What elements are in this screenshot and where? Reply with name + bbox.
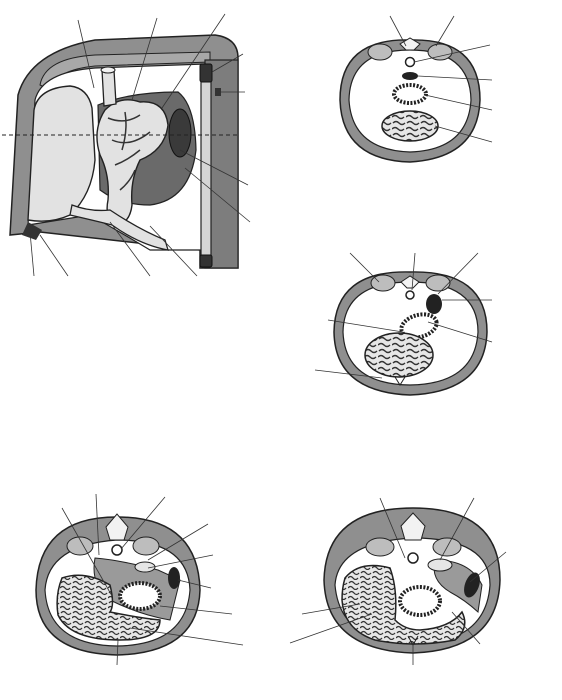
- liver: [27, 85, 96, 222]
- gastric-vessels: [107, 111, 151, 191]
- section-d-spleen: [464, 572, 480, 598]
- section-a-aorta: [404, 56, 416, 68]
- section-b-kidney-left: [370, 274, 396, 292]
- section-c-vertebra: [105, 513, 129, 541]
- stomach: [96, 99, 169, 226]
- main-leader-lines: [29, 13, 251, 277]
- main-view-panel: [2, 13, 251, 277]
- section-b-kidney-right: [425, 274, 451, 292]
- section-b-spleen: [426, 294, 442, 314]
- section-c-ring-organ: [118, 581, 162, 611]
- section-c-leader-lines: [61, 493, 244, 666]
- section-b-leader-lines: [314, 252, 493, 379]
- section-a-intestine: [381, 110, 439, 142]
- esophagus: [101, 69, 117, 107]
- duodenum: [69, 204, 169, 251]
- vessel-small: [215, 88, 221, 96]
- section-d-panel: [289, 497, 507, 665]
- section-a-dark-organ: [402, 72, 418, 80]
- section-d-aorta: [407, 552, 419, 564]
- section-b-intestine: [364, 332, 434, 378]
- spleen: [168, 108, 192, 158]
- section-b-vertebra: [400, 275, 420, 289]
- section-d-ring-organ: [398, 585, 442, 617]
- section-a-panel: [339, 15, 493, 163]
- section-b-ring-organ: [399, 312, 439, 340]
- section-d-intestine: [341, 564, 466, 645]
- section-d-small-organ: [427, 558, 453, 572]
- section-a-ring-organ: [392, 83, 428, 105]
- section-c-intestine: [56, 574, 161, 641]
- wall-edge: [22, 222, 42, 240]
- section-a-leader-lines: [389, 15, 493, 143]
- section-a-vertebra: [399, 37, 421, 51]
- section-c-panel: [35, 493, 244, 666]
- aorta-bottom: [199, 254, 213, 268]
- section-b-fold: [394, 376, 406, 386]
- section-b-panel: [314, 252, 493, 396]
- section-a-kidney-left: [367, 43, 393, 61]
- aorta-top: [199, 63, 213, 83]
- esophagus-top: [100, 66, 116, 74]
- section-d-vertebra: [400, 512, 426, 541]
- section-c-kidney-right: [132, 536, 160, 556]
- aorta: [200, 67, 212, 265]
- section-d-mesentery: [433, 559, 483, 614]
- section-c-aorta: [111, 544, 123, 556]
- section-b-aorta: [405, 290, 415, 300]
- section-d-leader-lines: [289, 497, 507, 665]
- section-a-kidney-right: [427, 43, 453, 61]
- section-d-kidney-left: [365, 537, 395, 557]
- section-c-spleen: [168, 567, 180, 589]
